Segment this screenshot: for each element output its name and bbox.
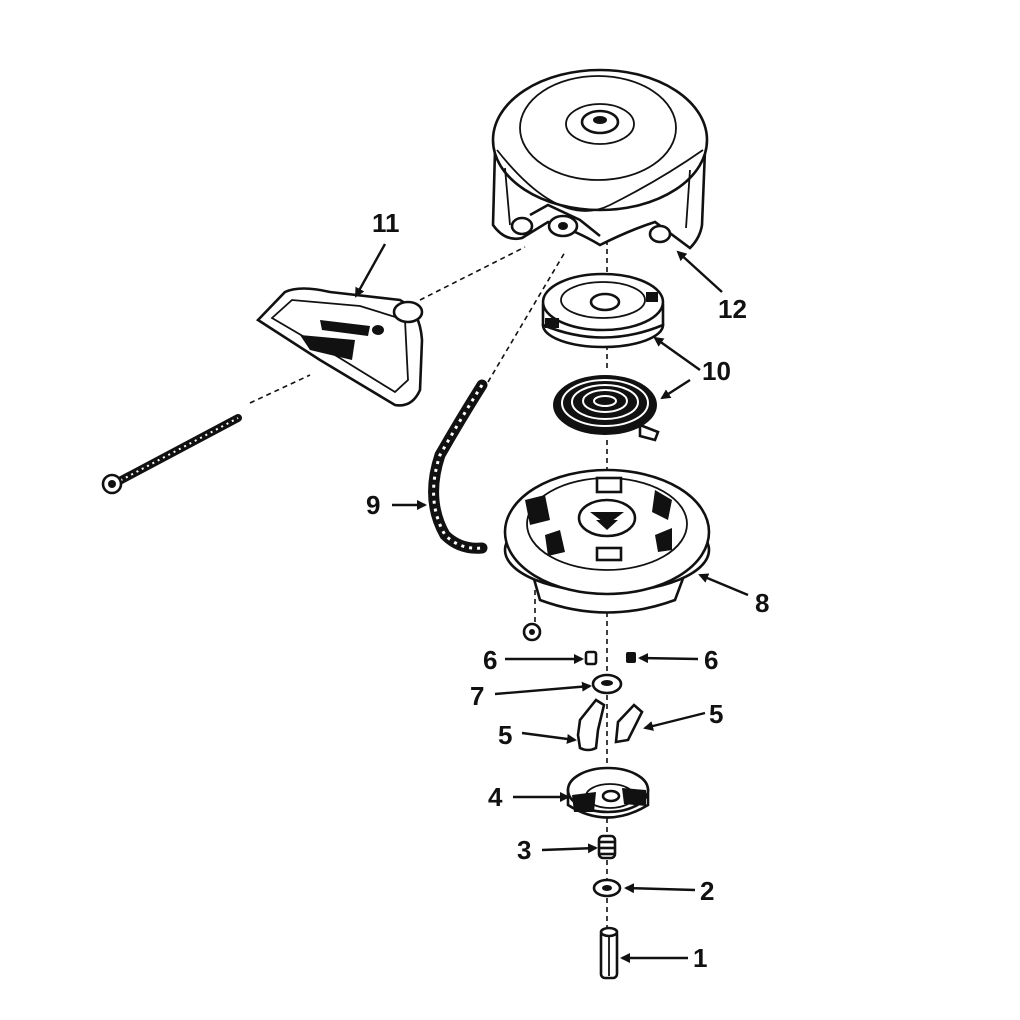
callout-3: 3 xyxy=(517,835,531,865)
washer-part-2 xyxy=(592,878,622,898)
callout-leaders xyxy=(354,243,749,963)
callout-1: 1 xyxy=(693,943,707,973)
callout-7: 7 xyxy=(470,681,484,711)
callout-5-left: 5 xyxy=(498,720,512,750)
compression-spring-part xyxy=(597,834,617,860)
pulley-part xyxy=(503,468,711,614)
center-pin-part xyxy=(599,926,619,980)
callout-11: 11 xyxy=(372,208,400,238)
callout-5-right: 5 xyxy=(709,699,723,729)
callout-10: 10 xyxy=(702,356,731,386)
pawl-spring-part-left xyxy=(584,650,598,666)
pawl-spring-part-right xyxy=(626,652,636,663)
washer-part-7 xyxy=(591,673,623,695)
callout-4: 4 xyxy=(488,782,503,812)
callout-6-right: 6 xyxy=(704,645,718,675)
pawl-part-left xyxy=(576,698,606,752)
pawl-part-right xyxy=(614,703,644,744)
callout-12: 12 xyxy=(718,294,747,324)
centerlines xyxy=(249,240,608,928)
callout-9: 9 xyxy=(366,490,380,520)
starter-rope-part xyxy=(428,379,488,554)
callout-6-left: 6 xyxy=(483,645,497,675)
callout-2: 2 xyxy=(700,876,714,906)
callout-labels: 1 2 3 4 5 5 6 6 7 8 9 10 11 12 xyxy=(366,208,769,973)
spring-retainer-part xyxy=(541,272,665,349)
starter-handle-part xyxy=(101,287,424,495)
brake-cam-part xyxy=(566,766,650,819)
starter-housing-part xyxy=(491,68,709,250)
nut-part xyxy=(522,622,542,642)
callout-8: 8 xyxy=(755,588,769,618)
recoil-spring-part xyxy=(553,375,660,442)
